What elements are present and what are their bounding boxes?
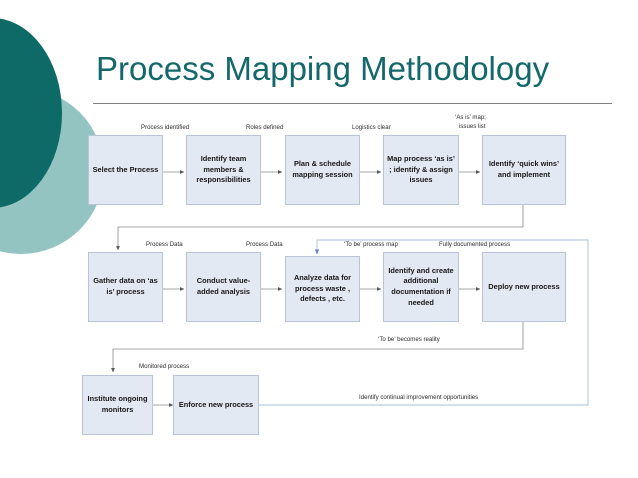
process-box-label: Institute ongoing monitors (87, 394, 148, 414)
annotation-process-data-1: Process Data (146, 241, 183, 248)
process-box-plan-schedule[interactable]: Plan & schedule mapping session (285, 135, 360, 205)
process-box-enforce-process[interactable]: Enforce new process (173, 375, 259, 435)
annotation-logistics-clear: Logistics clear (352, 124, 391, 131)
process-box-label: Identify and create additional documenta… (388, 265, 454, 307)
annotation-process-identified: Process identified (141, 124, 190, 131)
process-box-map-as-is[interactable]: Map process ‘as is’ ; identify & assign … (383, 135, 459, 205)
annotation-to-be-process-map: ‘To be’ process map (344, 241, 398, 248)
annotation-process-data-2: Process Data (246, 241, 283, 248)
process-box-gather-data[interactable]: Gather data on ‘as is’ process (88, 252, 163, 322)
process-box-select-process[interactable]: Select the Process (88, 135, 163, 205)
process-box-label: Identify team members & responsibilities (196, 153, 251, 185)
process-box-label: Deploy new process (488, 281, 560, 291)
process-box-create-docs[interactable]: Identify and create additional documenta… (383, 252, 459, 322)
annotation-fully-documented-process: Fully documented process (439, 241, 511, 248)
row2-to-row3-connector (111, 322, 524, 373)
annotation-monitored-process: Monitored process (139, 363, 190, 370)
annotation-to-be-becomes-reality: ‘To be’ becomes reality (378, 336, 440, 343)
annotation-as-is-map-line2: issues list (459, 123, 486, 130)
process-box-label: Select the Process (92, 164, 159, 174)
process-box-value-added[interactable]: Conduct value-added analysis (186, 252, 261, 322)
process-box-label: Identify ‘quick wins’ and implement (488, 159, 560, 179)
annotation-as-is-map-line1: ‘As is’ map; (455, 114, 486, 121)
process-box-label: Conduct value-added analysis (196, 276, 251, 296)
process-box-label: Plan & schedule mapping session (292, 159, 353, 179)
process-box-label: Map process ‘as is’ ; identify & assign … (387, 153, 455, 185)
process-box-label: Analyze data for process waste , defects… (293, 272, 352, 304)
process-box-label: Enforce new process (178, 399, 254, 409)
process-box-institute-monitors[interactable]: Institute ongoing monitors (82, 375, 153, 435)
row1-to-row2-connector (116, 205, 524, 251)
continual-improvement-loop (259, 239, 589, 406)
process-box-deploy-process[interactable]: Deploy new process (482, 252, 566, 322)
annotation-roles-defined: Roles defined (246, 124, 284, 131)
process-box-identify-team[interactable]: Identify team members & responsibilities (186, 135, 261, 205)
title-divider (93, 103, 612, 104)
process-box-label: Gather data on ‘as is’ process (93, 276, 158, 296)
annotation-continual-improvement: Identify continual improvement opportuni… (359, 394, 479, 401)
process-box-analyze-data[interactable]: Analyze data for process waste , defects… (285, 256, 360, 322)
page-title: Process Mapping Methodology (96, 50, 550, 87)
process-box-quick-wins[interactable]: Identify ‘quick wins’ and implement (482, 135, 566, 205)
